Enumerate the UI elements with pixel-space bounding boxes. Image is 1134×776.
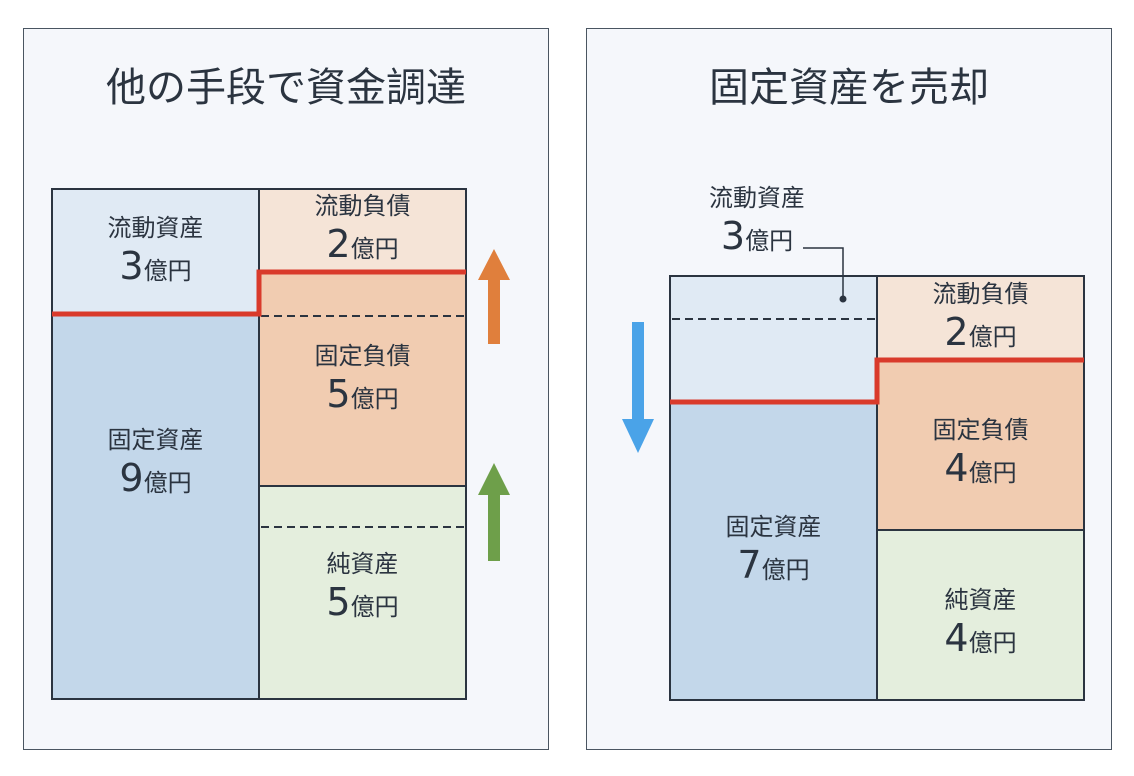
- fixed-assets-label: 固定資産 7億円: [725, 513, 822, 587]
- current-liabilities-label: 流動負債 2億円: [314, 192, 411, 266]
- green-up-arrow: [478, 463, 510, 561]
- current-liabilities-label: 流動負債 2億円: [932, 280, 1029, 354]
- balance-sheet-frame: [51, 188, 467, 700]
- fixed-liabilities-label: 固定負債 4億円: [932, 416, 1029, 490]
- fixed-assets-block: [670, 402, 877, 700]
- red-step-line: [52, 269, 466, 317]
- current-assets-block: [52, 189, 259, 314]
- blue-down-arrow: [622, 322, 654, 453]
- fixed-liabilities-block: [877, 360, 1084, 530]
- callout-dot: [839, 295, 847, 303]
- balance-sheet-frame: [669, 275, 1085, 701]
- panel-title: 他の手段で資金調達: [106, 65, 466, 111]
- balance-sheet-diagram: [622, 247, 1085, 701]
- balance-sheet-diagram: [51, 188, 510, 700]
- callout-leader-line: [803, 247, 844, 299]
- current-assets-block: [670, 276, 877, 402]
- fixed-liabilities-label: 固定負債 5億円: [314, 342, 411, 416]
- orange-up-arrow: [478, 249, 510, 344]
- fixed-liabilities-block: [259, 272, 466, 486]
- panel-title: 固定資産を売却: [709, 65, 989, 111]
- fixed-assets-label: 固定資産 9億円: [107, 426, 204, 500]
- net-assets-block: [877, 530, 1084, 700]
- current-liabilities-block: [259, 189, 466, 272]
- fixed-assets-block: [52, 314, 259, 699]
- net-assets-label: 純資産 4億円: [944, 586, 1017, 660]
- red-step-line: [670, 357, 1084, 405]
- current-assets-label: 流動資産 3億円: [107, 214, 204, 288]
- panel-other-financing: 他の手段で資金調達 流動資産 3億円 固定資産 9億円: [23, 28, 549, 750]
- current-assets-callout-label: 流動資産 3億円: [709, 184, 805, 258]
- net-assets-block: [259, 486, 466, 699]
- net-assets-label: 純資産 5億円: [326, 550, 399, 624]
- panel-sell-fixed-assets: 固定資産を売却 流動資産 3億円 固定資産 7億円 流動負債 2億円: [586, 28, 1112, 750]
- current-liabilities-block: [877, 276, 1084, 360]
